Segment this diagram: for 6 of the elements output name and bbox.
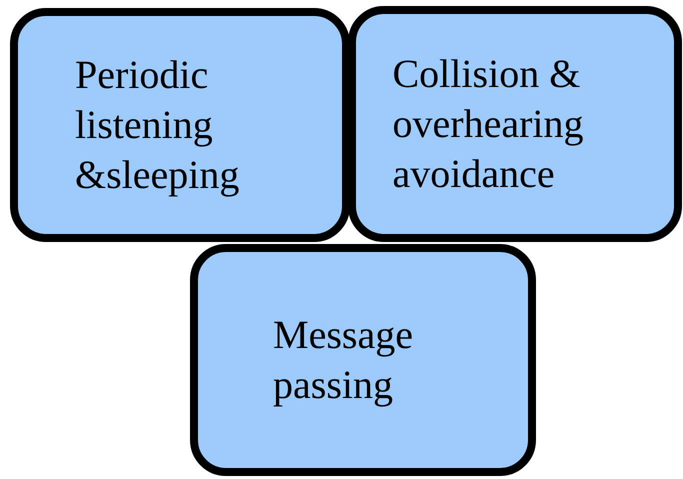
box-label: Message passing [273,311,414,409]
box-label: Collision & overhearing avoidance [392,50,585,198]
rounded-box [348,6,682,242]
rounded-box [190,244,536,476]
rounded-box [10,8,350,242]
box-label: Periodic listening &sleeping [75,51,240,199]
